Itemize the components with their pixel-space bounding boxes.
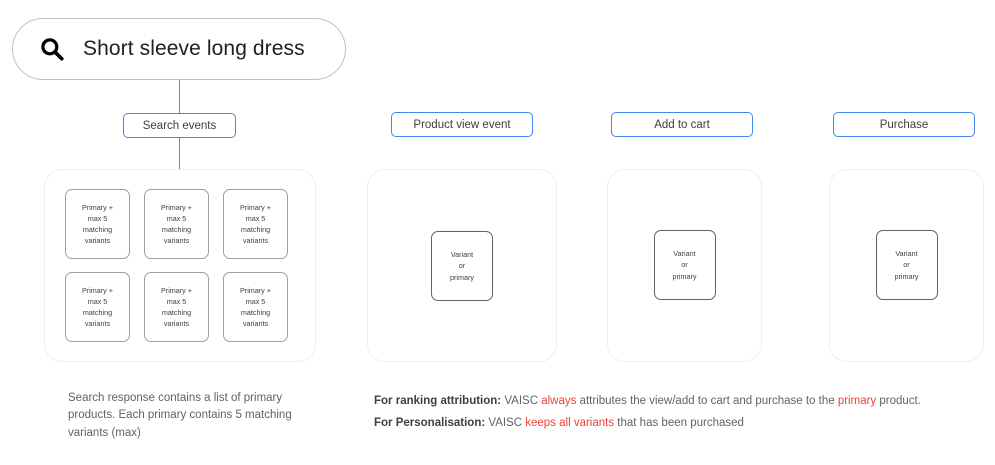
caption-attribution-notes: For ranking attribution: VAISC always at… (374, 391, 989, 435)
caption-ranking-part2: attributes the view/add to cart and purc… (576, 395, 838, 407)
caption-personalisation-highlight: keeps all variants (525, 416, 615, 429)
caption-ranking-highlight-always: always (541, 395, 577, 407)
connector-line-search-to-label (179, 80, 180, 113)
label-purchase[interactable]: Purchase (833, 112, 975, 137)
caption-personalisation-part1: VAISC (485, 416, 526, 429)
caption-search-response: Search response contains a list of prima… (68, 392, 292, 439)
caption-ranking-part1: VAISC (501, 395, 542, 407)
caption-ranking-part3: product. (876, 395, 921, 407)
search-query-text: Short sleeve long dress (83, 37, 305, 60)
caption-personalisation-label: For Personalisation: (374, 416, 486, 429)
search-icon (41, 38, 64, 61)
label-product-view-event[interactable]: Product view event (391, 112, 533, 137)
search-box[interactable]: Short sleeve long dress (12, 18, 346, 80)
caption-ranking-label: For ranking attribution: (374, 395, 502, 407)
caption-personalisation: For Personalisation: VAISC keeps all var… (374, 413, 989, 435)
label-add-to-cart[interactable]: Add to cart (611, 112, 753, 137)
connector-line-label-to-panel (179, 138, 180, 169)
label-search-events[interactable]: Search events (123, 113, 236, 138)
caption-ranking-attribution: For ranking attribution: VAISC always at… (374, 391, 989, 413)
caption-ranking-highlight-primary: primary (837, 395, 877, 407)
caption-personalisation-part2: that has been purchased (614, 416, 744, 429)
